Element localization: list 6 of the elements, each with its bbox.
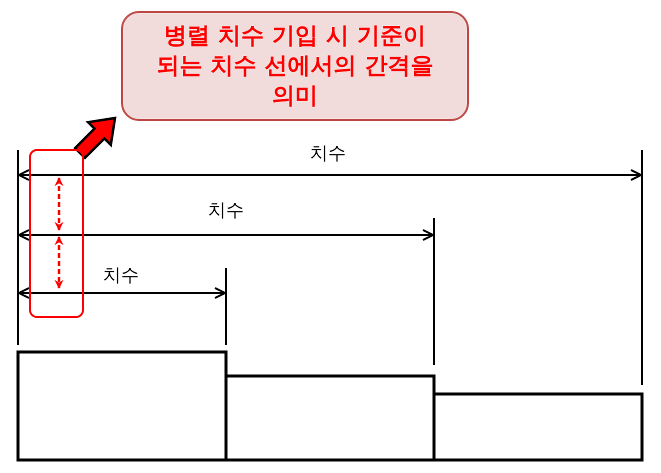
highlight-box — [29, 149, 84, 318]
callout-box: 병렬 치수 기입 시 기준이 되는 치수 선에서의 간격을 의미 — [121, 11, 469, 121]
dimension-value: 치수 — [310, 143, 346, 165]
block-arrow — [73, 116, 116, 160]
dimension-value: 치수 — [208, 200, 244, 222]
dimension-value: 치수 — [103, 265, 139, 287]
